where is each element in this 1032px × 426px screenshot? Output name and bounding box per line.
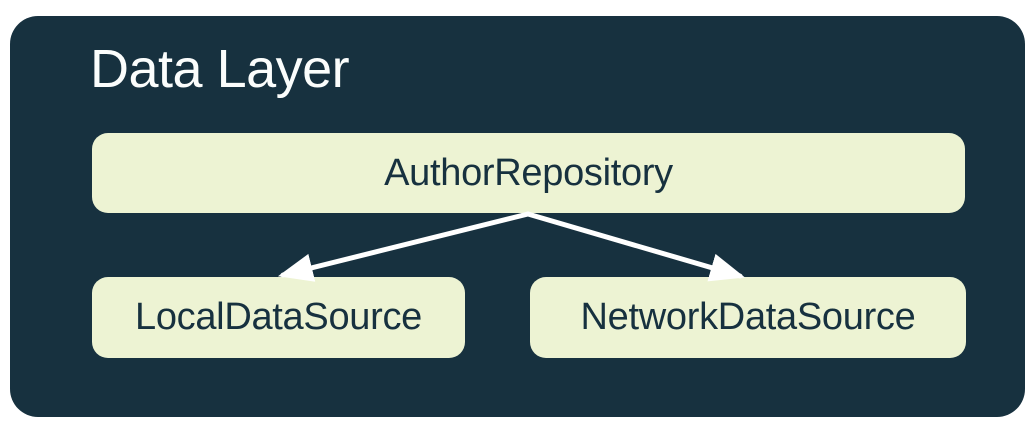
node-author-repository: AuthorRepository xyxy=(92,133,965,213)
node-local-data-source: LocalDataSource xyxy=(92,277,465,358)
diagram-title: Data Layer xyxy=(90,39,350,99)
node-network-data-source: NetworkDataSource xyxy=(530,277,966,358)
